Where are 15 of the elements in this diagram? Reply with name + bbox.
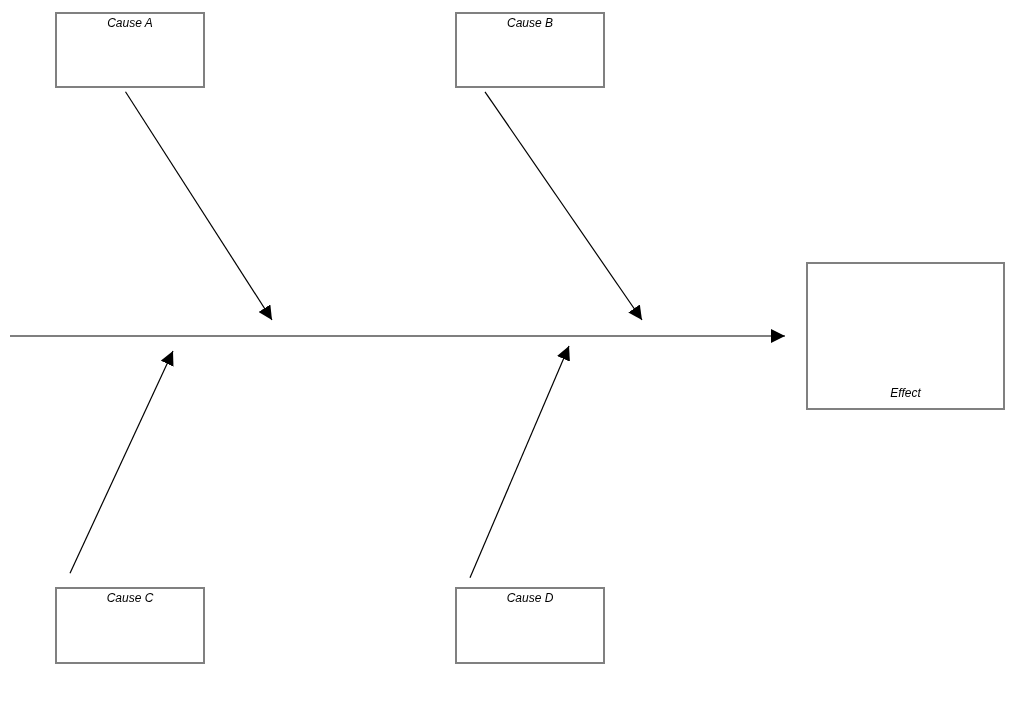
spine-arrow [9, 329, 786, 343]
bone-arrow [69, 350, 174, 574]
box-label: Effect [889, 386, 922, 400]
box-label: Cause C [105, 591, 155, 605]
box-label: Cause A [106, 16, 154, 30]
box-label: Cause B [506, 16, 554, 30]
bone-arrow [124, 91, 273, 321]
box-label: Cause D [505, 591, 555, 605]
bone-arrow [484, 91, 643, 321]
cause-box [55, 12, 205, 88]
bone-arrow [469, 345, 570, 579]
cause-box [455, 12, 605, 88]
cause-box [55, 587, 205, 664]
effect-box [806, 262, 1005, 410]
cause-box [455, 587, 605, 664]
